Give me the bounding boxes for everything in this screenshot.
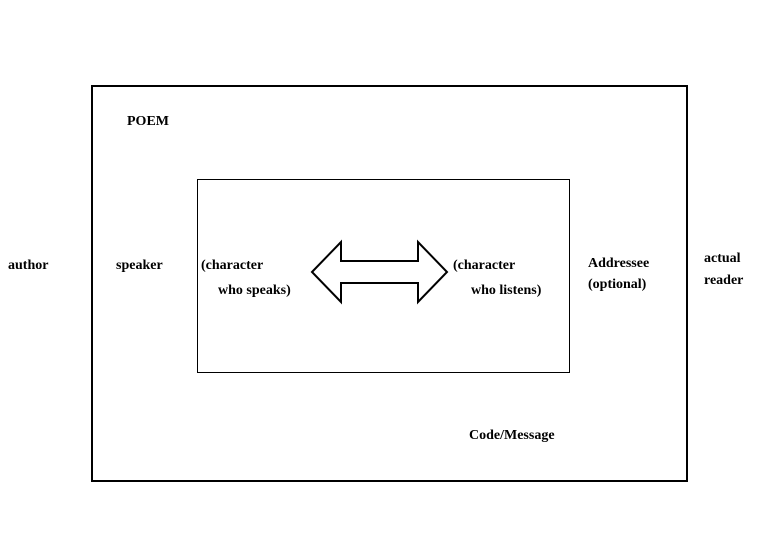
poem-frame [91, 85, 688, 482]
author-label: author [8, 258, 49, 273]
dialogue-frame [197, 179, 570, 373]
actual-reader-label-line2: reader [704, 273, 744, 288]
listening-character-label-line1: (character [453, 258, 516, 273]
addressee-optional-label: (optional) [588, 277, 647, 292]
code-message-label: Code/Message [469, 428, 555, 443]
addressee-label: Addressee [588, 256, 650, 271]
speaker-label: speaker [116, 258, 163, 273]
poem-label: POEM [127, 114, 169, 129]
speaking-character-label-line2: who speaks) [218, 283, 291, 298]
double-headed-arrow-shape [310, 239, 449, 305]
actual-reader-label-line1: actual [704, 251, 741, 266]
speaking-character-label-line1: (character [201, 258, 264, 273]
listening-character-label-line2: who listens) [471, 283, 542, 298]
